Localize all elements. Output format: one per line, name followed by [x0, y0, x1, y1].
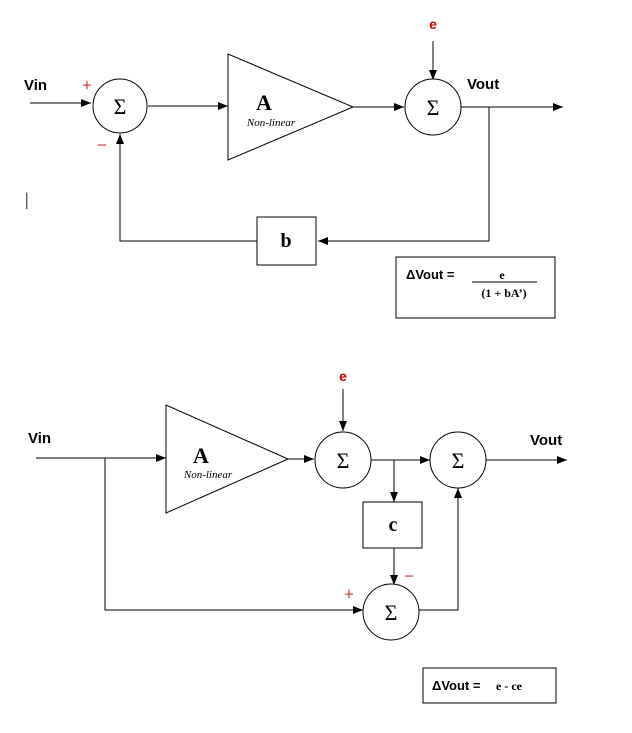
bottom-summing-junction-output [429, 431, 487, 489]
bottom-error-label: e [339, 368, 347, 384]
bottom-sum-correction-minus-sign: − [404, 566, 414, 586]
bottom-feedforward-diagram [36, 389, 567, 704]
top-amplifier [227, 53, 355, 161]
top-sum1-minus-sign: − [97, 135, 107, 155]
bottom-formula-lhs: ΔVout = [432, 678, 481, 693]
top-feedback-block-label: b [280, 230, 291, 252]
bottom-sum-error-symbol: Σ [337, 448, 350, 473]
bottom-correction-block-label: c [389, 514, 398, 536]
top-error-label: e [429, 16, 437, 32]
top-amplifier-symbol: A [256, 90, 272, 115]
bottom-sum-correction-symbol: Σ [385, 600, 398, 625]
top-summing-junction-1 [92, 78, 148, 134]
top-amplifier-caption: Non-linear [246, 117, 296, 129]
bottom-correction-block [362, 501, 423, 549]
top-sum2-symbol: Σ [427, 95, 440, 120]
top-feedback-diagram [30, 41, 563, 319]
bottom-formula-rhs: e - ce [496, 679, 523, 693]
bottom-diagram-labels: Vin Vout e A Non-linear Σ Σ c Σ + − ΔVou… [28, 368, 562, 693]
bottom-summing-junction-error [314, 431, 372, 489]
bottom-sum-correction-plus-sign: + [344, 584, 354, 604]
top-formula-numerator: e [499, 268, 505, 282]
top-feedback-wire-left [116, 134, 257, 242]
top-summing-junction-2 [404, 78, 462, 136]
top-formula-lhs: ΔVout = [406, 267, 455, 282]
top-feedback-block [256, 216, 317, 266]
top-formula-denominator: (1 + bA’) [481, 286, 526, 300]
top-feedback-wire-right [318, 107, 490, 245]
bottom-vout-label: Vout [530, 432, 562, 449]
bottom-amplifier-symbol: A [193, 443, 209, 468]
top-sum1-symbol: Σ [114, 94, 127, 119]
bottom-correction-wire [419, 488, 462, 611]
bottom-summing-junction-correction [362, 583, 420, 641]
top-diagram-labels: Vin Vout e + − Σ Σ A Non-linear b | ΔVou… [24, 16, 527, 300]
bottom-amplifier [165, 404, 290, 514]
top-formula-box [395, 256, 556, 319]
bottom-sum-output-symbol: Σ [452, 448, 465, 473]
top-sum1-plus-sign: + [82, 75, 92, 95]
bottom-formula-box [422, 667, 557, 704]
bottom-amplifier-caption: Non-linear [183, 469, 233, 481]
top-vout-label: Vout [467, 76, 499, 93]
bottom-vin-label: Vin [28, 430, 51, 447]
bottom-feedforward-wire [104, 458, 363, 614]
top-vin-label: Vin [24, 77, 47, 94]
top-cursor-mark: | [25, 189, 29, 209]
